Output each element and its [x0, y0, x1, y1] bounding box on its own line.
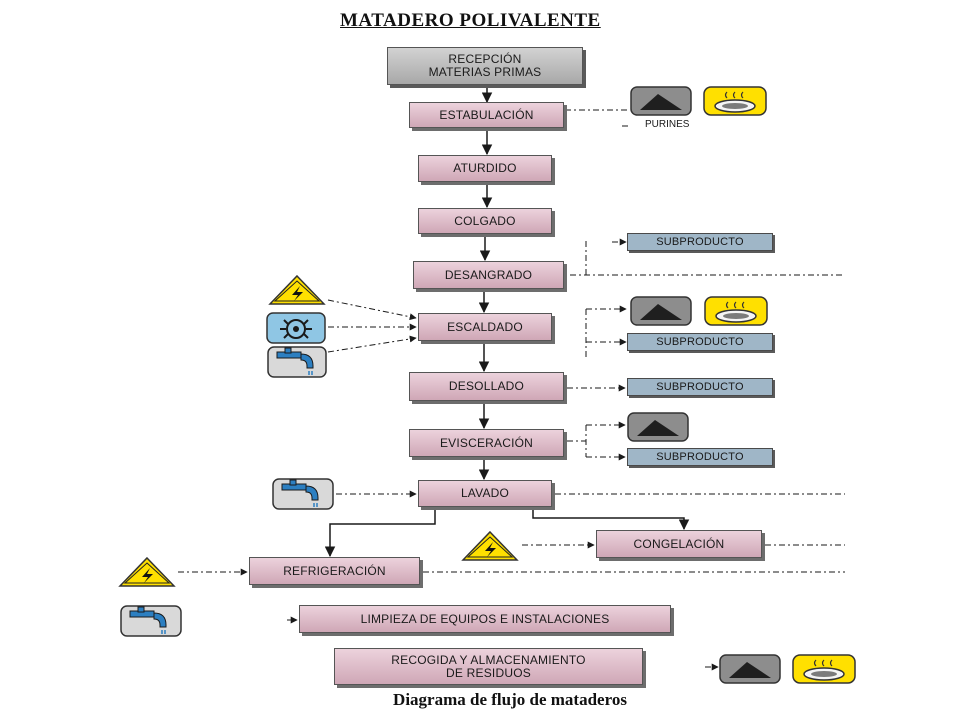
step-desangrado: DESANGRADO — [413, 261, 564, 289]
step-refrigeracion: REFRIGERACIÓN — [249, 557, 420, 585]
solid-waste-pile-icon — [630, 86, 692, 116]
odour-emission-icon — [792, 654, 856, 684]
electric-hazard-icon — [461, 530, 519, 561]
solid-waste-pile-icon — [627, 412, 689, 442]
step-escaldado: ESCALDADO — [418, 313, 552, 341]
step-label: COLGADO — [454, 213, 516, 228]
solid-waste-pile-icon — [719, 654, 781, 684]
step-label: ESTABULACIÓN — [439, 107, 534, 122]
diagram-title: MATADERO POLIVALENTE — [340, 10, 601, 31]
step-recepcion: RECEPCIÓN MATERIAS PRIMAS — [387, 47, 583, 85]
step-label: REFRIGERACIÓN — [283, 563, 386, 578]
byproduct-label: SUBPRODUCTO — [656, 380, 744, 393]
byproduct-label: SUBPRODUCTO — [656, 335, 744, 348]
step-label: ESCALDADO — [447, 319, 523, 334]
step-label: ATURDIDO — [453, 161, 517, 175]
odour-emission-icon — [704, 296, 768, 326]
solid-waste-pile-icon — [630, 296, 692, 326]
step-estabulacion: ESTABULACIÓN — [409, 102, 564, 128]
byproduct-label: SUBPRODUCTO — [656, 450, 744, 463]
step-colgado: COLGADO — [418, 208, 552, 234]
step-label: CONGELACIÓN — [633, 536, 725, 551]
step-congelacion: CONGELACIÓN — [596, 530, 762, 558]
step-limpieza: LIMPIEZA DE EQUIPOS E INSTALACIONES — [299, 605, 671, 633]
step-label: LIMPIEZA DE EQUIPOS E INSTALACIONES — [360, 611, 610, 626]
steam-heat-icon — [266, 312, 326, 344]
water-tap-icon — [272, 478, 334, 510]
step-recogida: RECOGIDA Y ALMACENAMIENTO DE RESIDUOS — [334, 648, 643, 685]
input-line — [327, 299, 417, 321]
flow-arrow — [324, 508, 436, 558]
step-desollado: DESOLLADO — [409, 372, 564, 401]
step-evisceracion: EVISCERACIÓN — [409, 429, 564, 457]
byproduct-desollado: SUBPRODUCTO — [627, 378, 773, 396]
flow-arrow — [532, 508, 690, 531]
diagram-caption: Diagrama de flujo de mataderos — [393, 690, 627, 709]
step-aturdido: ATURDIDO — [418, 155, 552, 182]
byproduct-label: SUBPRODUCTO — [656, 235, 744, 248]
byproduct-escaldado: SUBPRODUCTO — [627, 333, 773, 351]
electric-hazard-icon — [268, 274, 326, 305]
input-line — [327, 335, 417, 353]
step-label: LAVADO — [460, 486, 510, 500]
step-label: DESOLLADO — [448, 379, 525, 393]
purines-label: PURINES — [645, 119, 690, 130]
odour-emission-icon — [703, 86, 767, 116]
water-tap-icon — [120, 605, 182, 637]
step-label: DESANGRADO — [444, 267, 533, 282]
byproduct-evisceracion: SUBPRODUCTO — [627, 448, 773, 466]
electric-hazard-icon — [118, 556, 176, 587]
step-label: RECEPCIÓN MATERIAS PRIMAS — [428, 52, 542, 79]
water-tap-icon — [267, 346, 327, 378]
step-label: RECOGIDA Y ALMACENAMIENTO DE RESIDUOS — [391, 652, 586, 680]
step-lavado: LAVADO — [418, 480, 552, 507]
step-label: EVISCERACIÓN — [439, 435, 534, 450]
byproduct-desangrado: SUBPRODUCTO — [627, 233, 773, 251]
